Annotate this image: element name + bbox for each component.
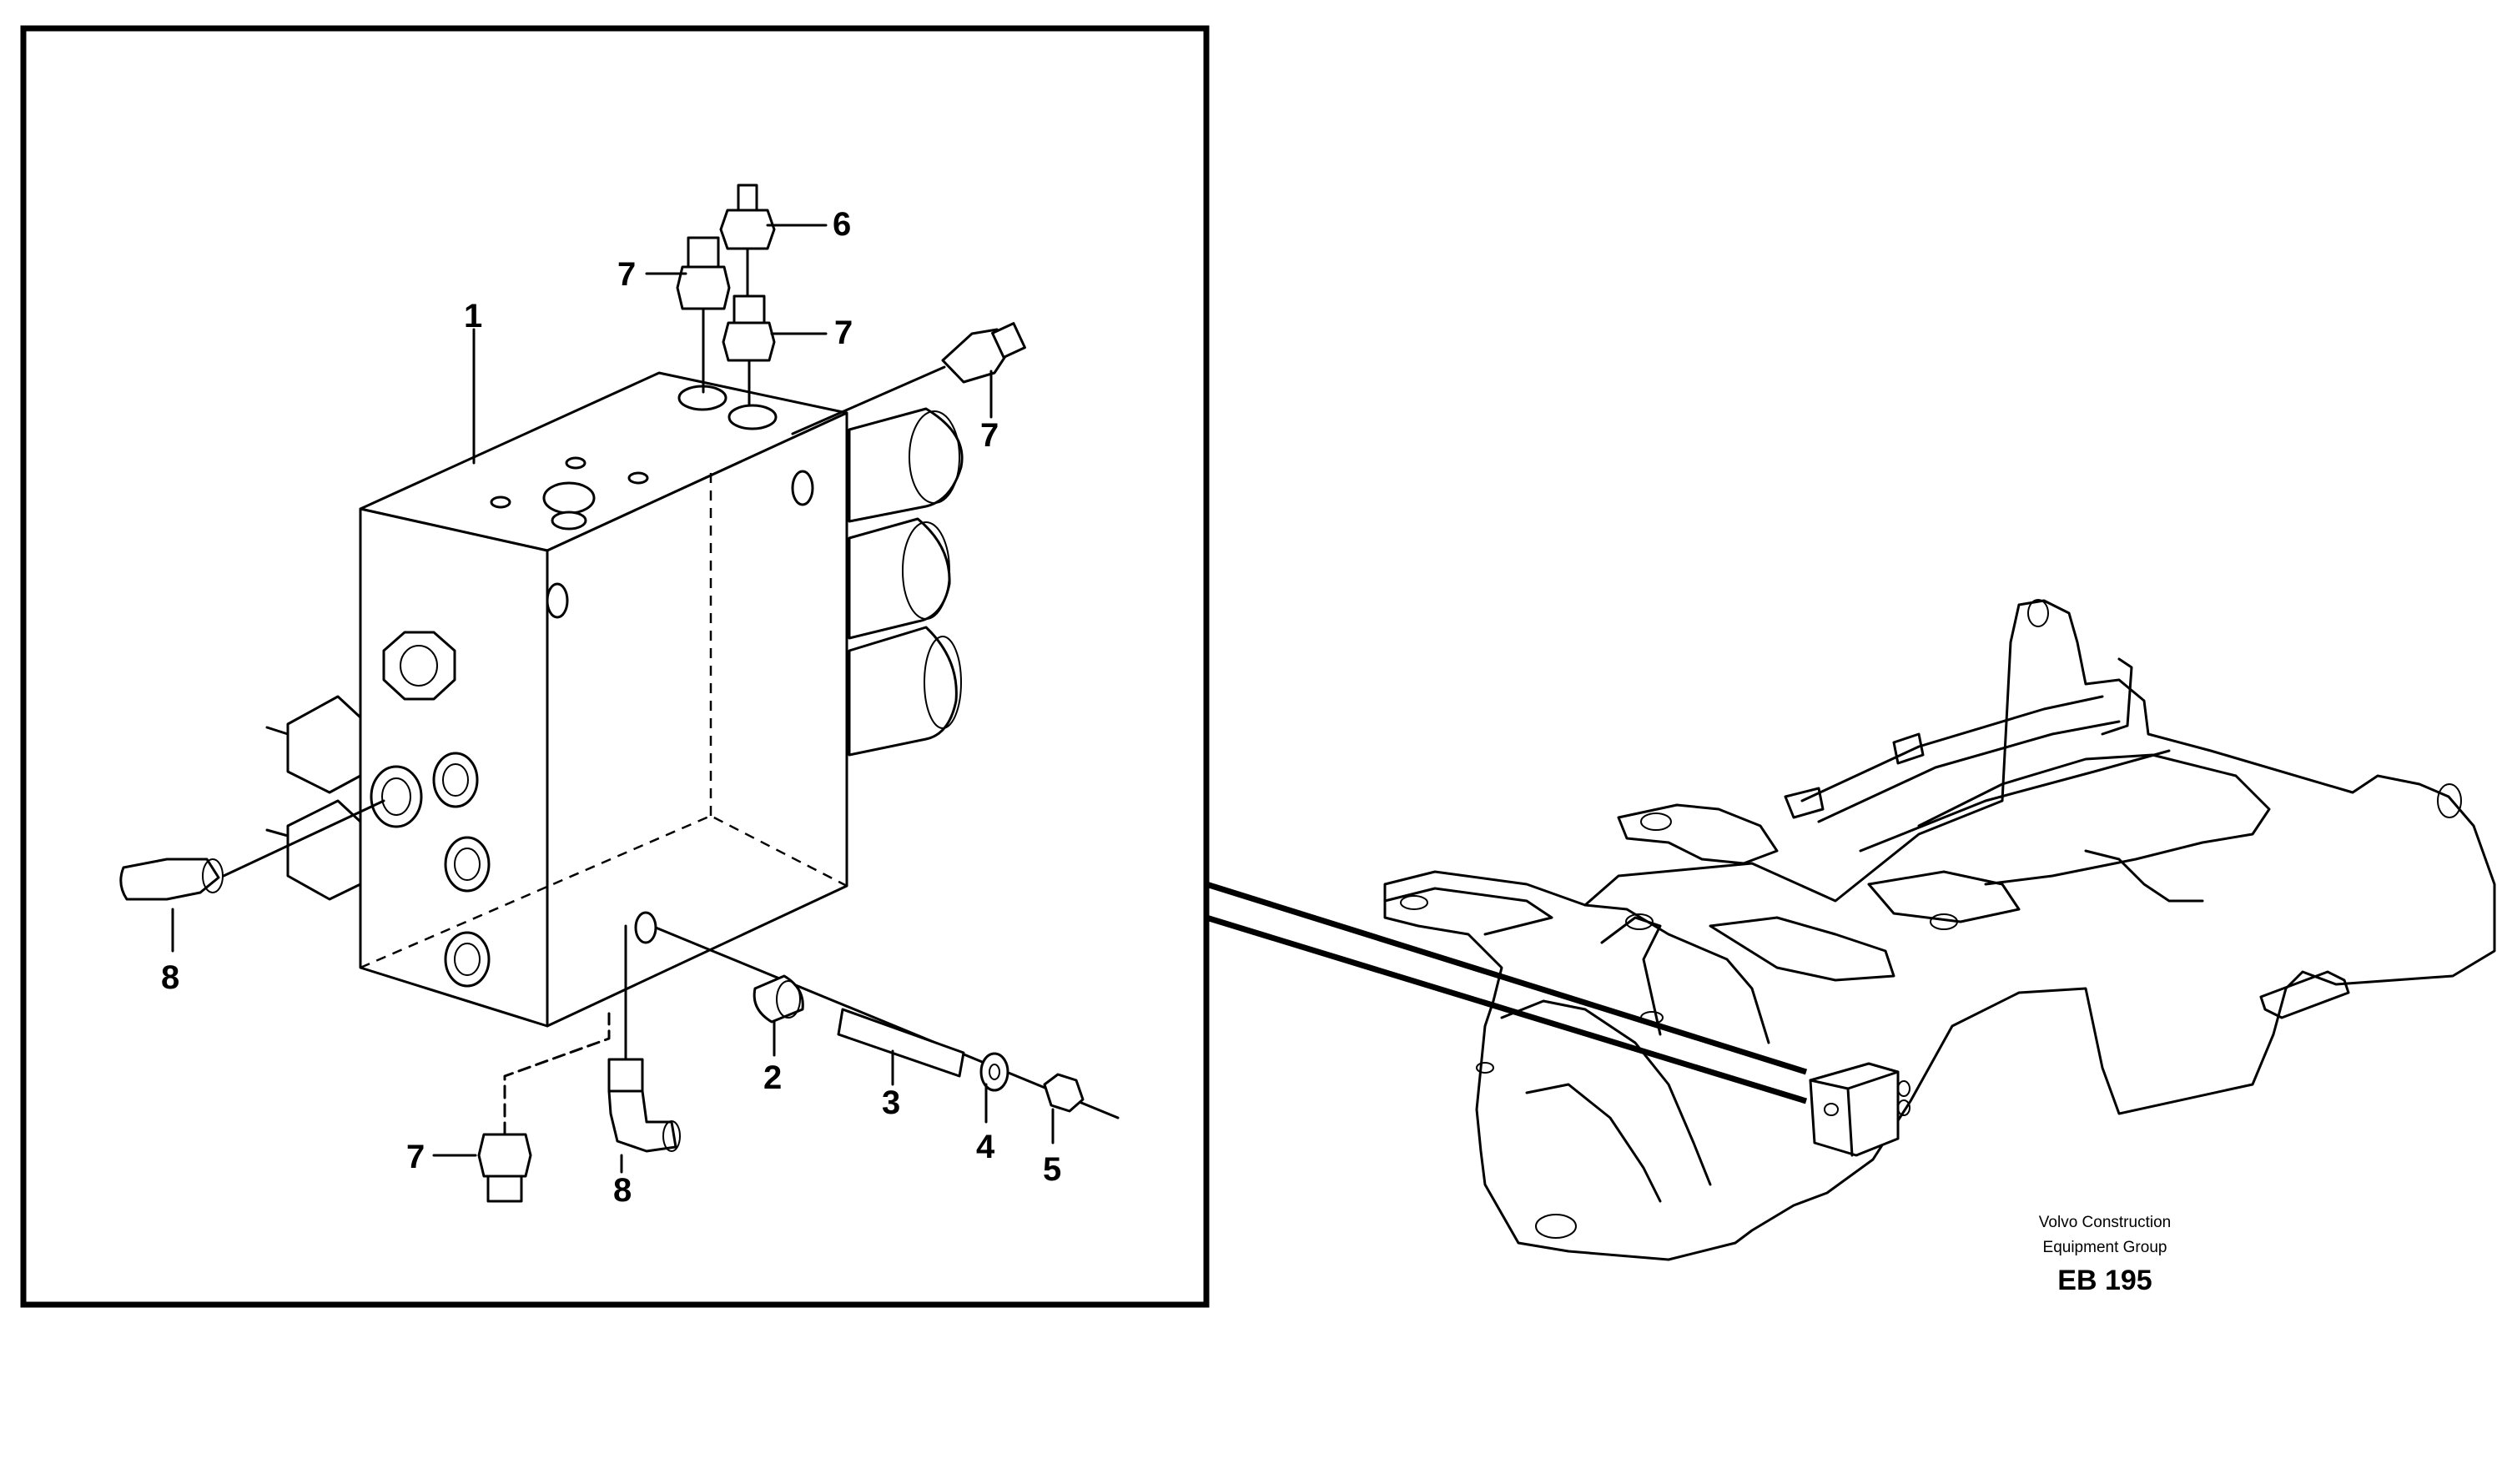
detail-pointer: [1205, 881, 1808, 1104]
callout-5: 5: [1043, 1151, 1061, 1188]
callout-4: 4: [976, 1129, 995, 1165]
drawing-code: EB 195: [2057, 1265, 2152, 1296]
fitting-item-7-upper-left: [676, 236, 731, 394]
callout-8-left: 8: [161, 959, 179, 996]
fitting-item-8-bottom: [607, 924, 681, 1153]
credit-line-2: Equipment Group: [2043, 1239, 2167, 1256]
callout-7-upper-left: 7: [617, 256, 636, 293]
fitting-item-7-bottom: [477, 1012, 611, 1203]
callout-8-bottom: 8: [613, 1172, 632, 1209]
leader-lines: [171, 224, 1055, 1174]
callout-7-upper-middle: 7: [834, 314, 853, 351]
fitting-item-6: [719, 184, 776, 306]
fitting-item-8-left: [119, 799, 385, 901]
callout-7-bottom: 7: [406, 1139, 425, 1175]
machine-frame: [1383, 599, 2496, 1261]
callout-7-right: 7: [980, 417, 999, 454]
valve-block: [265, 371, 964, 1028]
fitting-item-7-right: [791, 322, 1026, 435]
callout-3: 3: [882, 1084, 900, 1121]
credit-line-1: Volvo Construction: [2039, 1214, 2171, 1231]
callout-1: 1: [464, 298, 482, 335]
callout-2: 2: [763, 1059, 782, 1096]
fitting-item-7-upper-middle: [722, 294, 776, 406]
axis-parts: [654, 926, 1120, 1119]
callout-6: 6: [833, 206, 851, 243]
